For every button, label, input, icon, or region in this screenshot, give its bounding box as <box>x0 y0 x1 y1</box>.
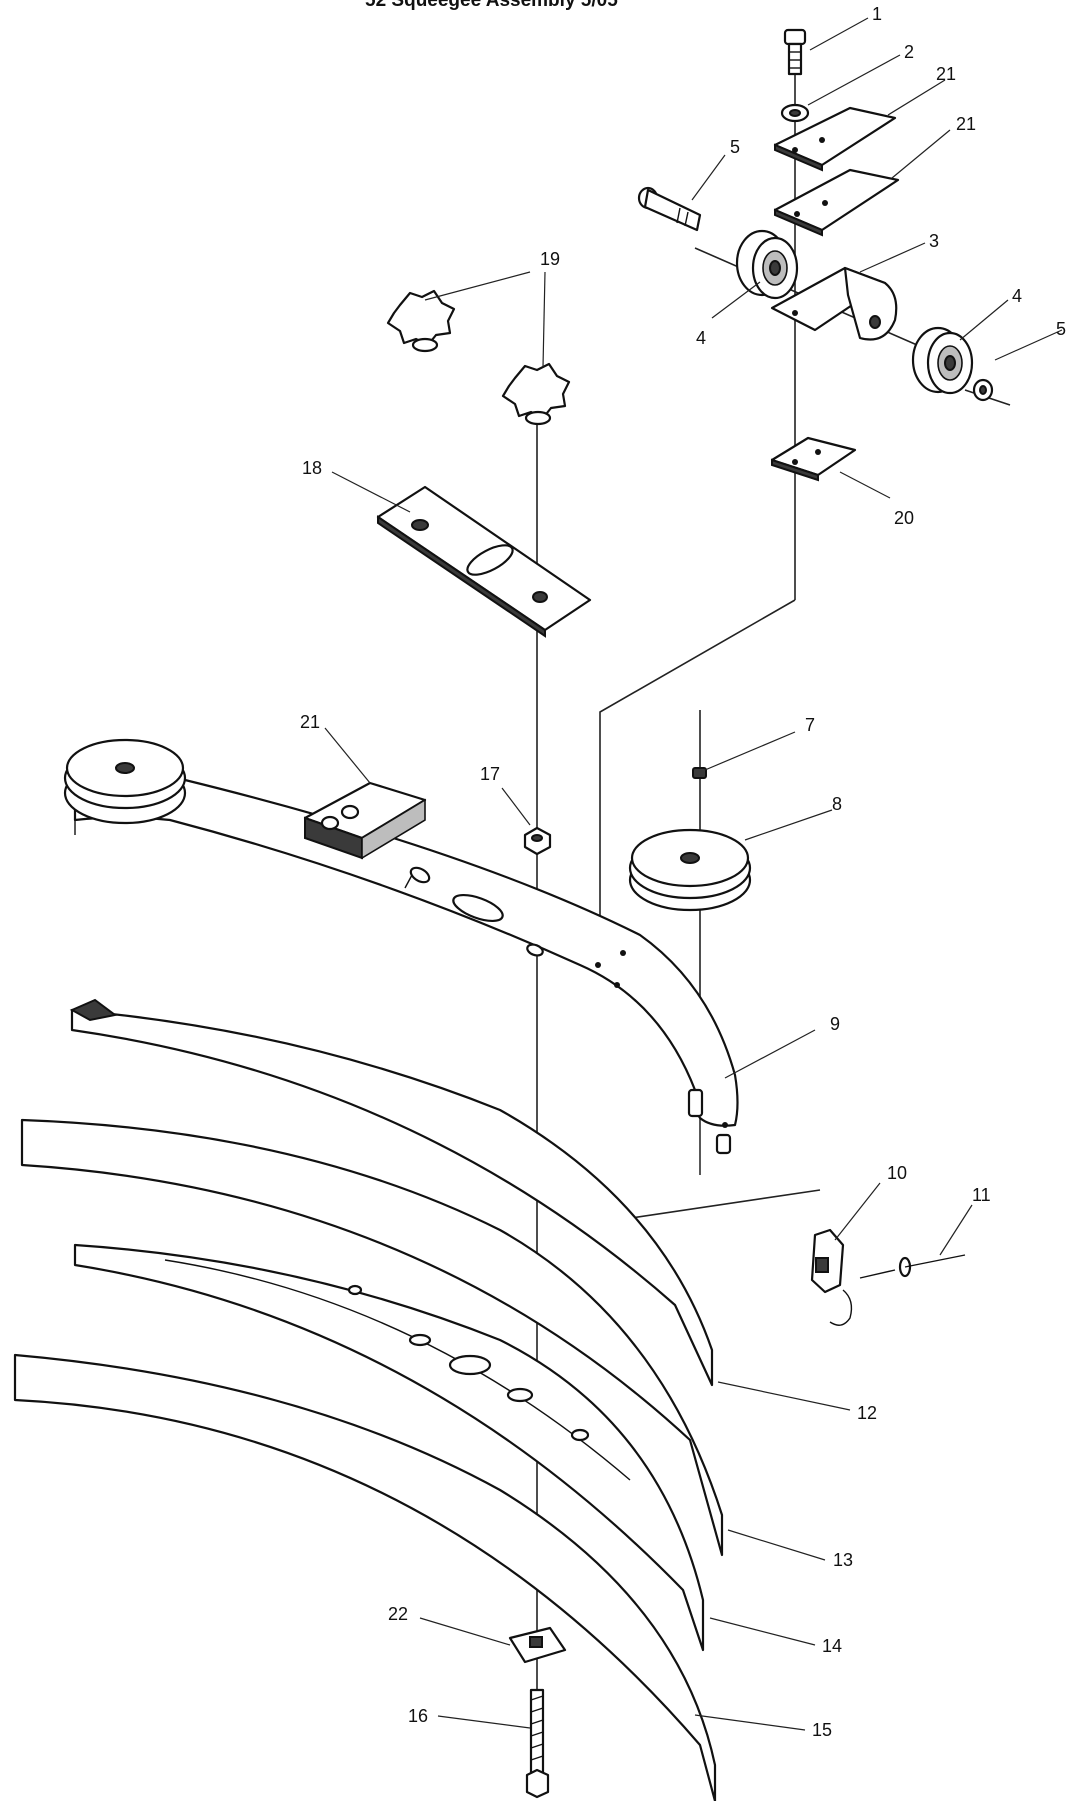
callout-labels: 1 2 21 21 5 3 19 4 4 5 18 20 21 17 7 8 9… <box>300 4 1066 1740</box>
callout-22: 22 <box>388 1604 408 1624</box>
part-4-wheel-left <box>735 229 799 300</box>
callout-2: 2 <box>904 42 914 62</box>
part-7-screw <box>692 767 707 779</box>
part-3-bracket <box>770 266 898 341</box>
part-15-strip <box>13 1353 717 1801</box>
callout-21-mid: 21 <box>956 114 976 134</box>
part-22-nut-plate <box>508 1626 567 1664</box>
part-13-strip <box>20 1118 724 1557</box>
callout-20: 20 <box>894 508 914 528</box>
callout-14: 14 <box>822 1636 842 1656</box>
part-18-slotted-bar <box>376 485 592 638</box>
part-8-wheel <box>628 828 752 912</box>
part-19-knob-right <box>501 362 571 426</box>
diagram-title: 52 Squeegee Assembly 5/05 <box>365 0 618 11</box>
callout-4-right: 4 <box>1012 286 1022 306</box>
callout-16: 16 <box>408 1706 428 1726</box>
part-11-pin <box>859 1254 966 1279</box>
callout-17: 17 <box>480 764 500 784</box>
part-21-shim-upper <box>773 106 897 172</box>
part-16-spring-bolt <box>525 1688 550 1799</box>
part-5-washer <box>972 378 994 402</box>
callout-5-left: 5 <box>730 137 740 157</box>
part-21-clamp-block <box>303 781 427 860</box>
callout-19: 19 <box>540 249 560 269</box>
callout-15: 15 <box>812 1720 832 1740</box>
callout-21-top: 21 <box>936 64 956 84</box>
part-4-wheel-right <box>911 326 974 395</box>
callout-3: 3 <box>929 231 939 251</box>
part-19-knob-left <box>386 289 456 353</box>
part-17-nut <box>523 826 552 856</box>
leader-lines <box>324 17 1063 1731</box>
callout-4-left: 4 <box>696 328 706 348</box>
part-12-strip <box>69 998 714 1387</box>
part-10-latch <box>810 1228 853 1326</box>
callout-5-right: 5 <box>1056 319 1066 339</box>
callout-21-clamp: 21 <box>300 712 320 732</box>
frame-end-wheel <box>63 738 187 825</box>
part-14-strip <box>73 1243 705 1652</box>
callout-12: 12 <box>857 1403 877 1423</box>
part-2-washer <box>780 103 810 123</box>
callout-13: 13 <box>833 1550 853 1570</box>
callout-8: 8 <box>832 794 842 814</box>
part-5-axle-bolt <box>637 186 702 232</box>
part-1-bolt <box>783 28 807 76</box>
callout-1: 1 <box>872 4 882 24</box>
callout-7: 7 <box>805 715 815 735</box>
callout-18: 18 <box>302 458 322 478</box>
callout-9: 9 <box>830 1014 840 1034</box>
part-20-plate <box>770 436 857 482</box>
callout-11: 11 <box>972 1185 991 1205</box>
callout-10: 10 <box>887 1163 907 1183</box>
part-21-shim-lower <box>773 168 900 237</box>
